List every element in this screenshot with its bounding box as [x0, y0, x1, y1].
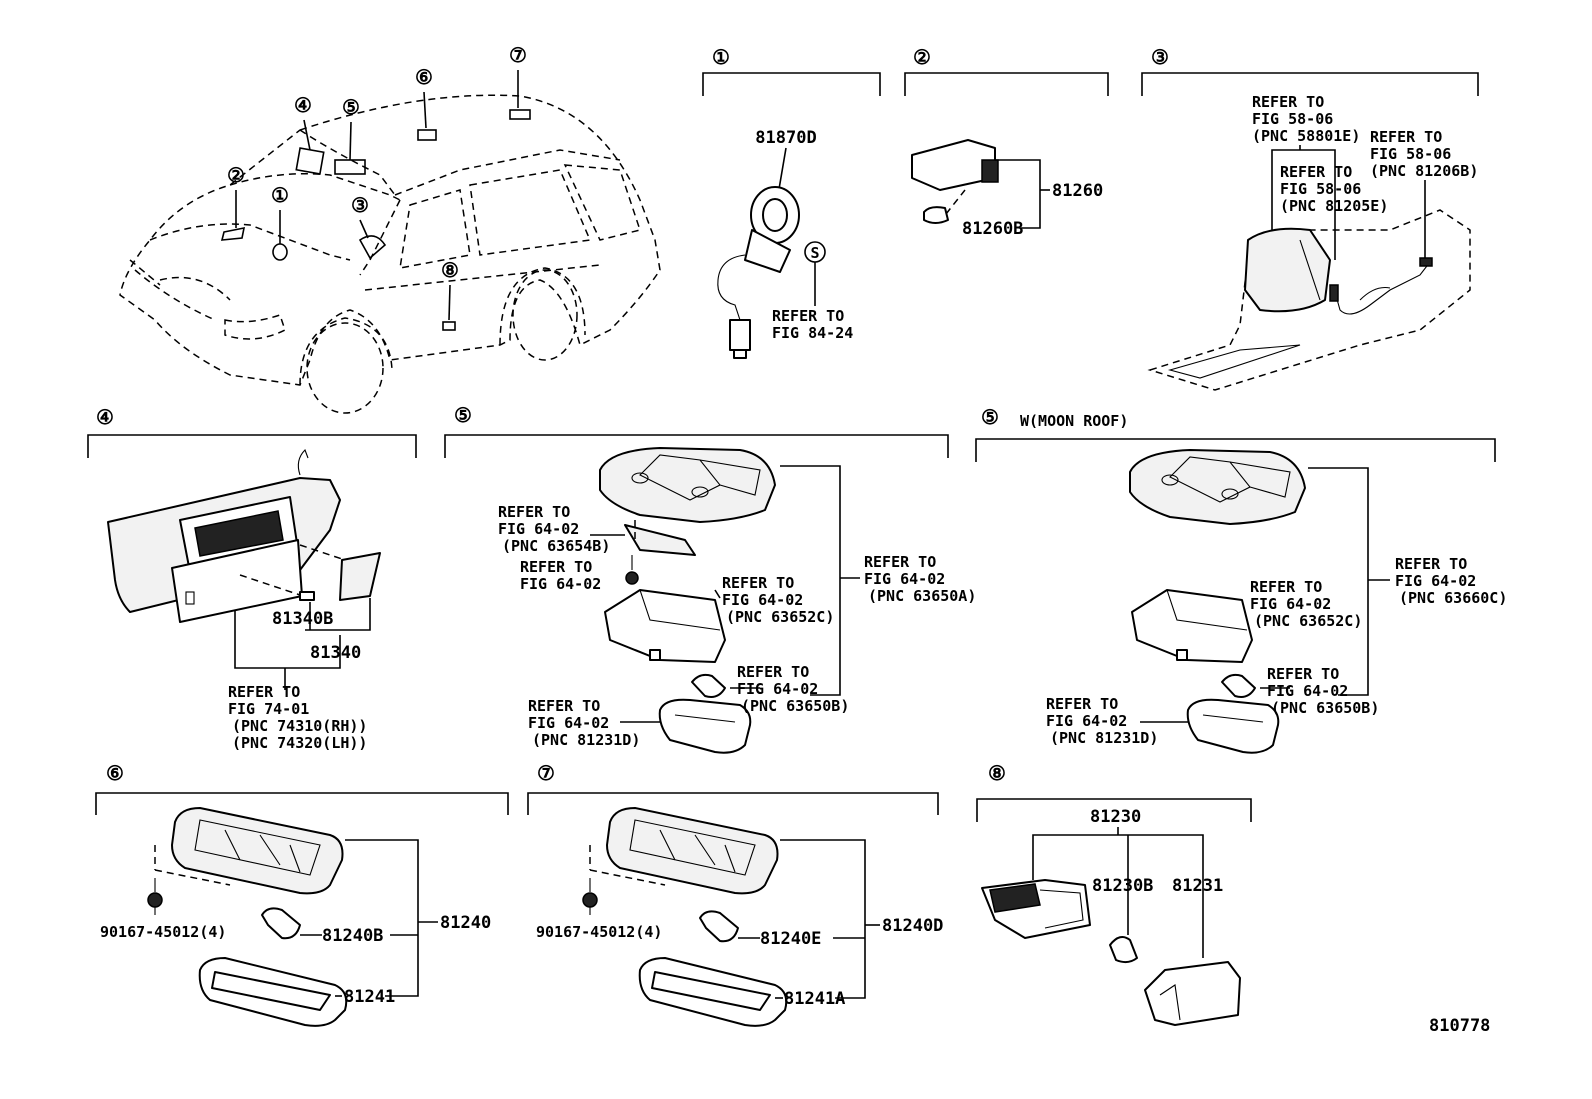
sec3-r2-l3: (PNC 81206B)	[1370, 162, 1478, 180]
part-81241: 81241	[344, 987, 395, 1007]
figure-number: 810778	[1429, 1016, 1490, 1036]
sec5b-r4-l1: REFER TO	[1046, 695, 1118, 713]
callout-2: ②	[227, 163, 245, 187]
callout-3: ③	[351, 193, 369, 217]
sec5b-r3-l3: (PNC 63650B)	[1271, 699, 1379, 717]
sec3-r2-l1: REFER TO	[1370, 128, 1442, 146]
sec5-r3-l3: (PNC 63652C)	[726, 608, 834, 626]
section-1-title: ①	[712, 45, 730, 69]
section-2-title: ②	[913, 45, 931, 69]
section-5-map-lamp: ⑤ REFER TO FIG 64-02 (PNC 63654B) REFER	[444, 403, 976, 754]
sec5-r2-l1: REFER TO	[520, 558, 592, 576]
part-81230: 81230	[1090, 807, 1141, 827]
sec5b-r1-l3: (PNC 63652C)	[1254, 612, 1362, 630]
section-7-title: ⑦	[537, 761, 555, 785]
sec4-ref-l1: REFER TO	[228, 683, 300, 701]
sec4-ref-l3: (PNC 74310(RH))	[232, 717, 367, 735]
part-81231: 81231	[1172, 876, 1223, 896]
sec5b-r1-l1: REFER TO	[1250, 578, 1322, 596]
sec5-r2-l2: FIG 64-02	[520, 575, 601, 593]
section-5-moonroof-map-lamp: ⑤ W(MOON ROOF) REFER TO FIG 64-02 (PNC 6…	[975, 405, 1507, 754]
part-81240E: 81240E	[760, 929, 821, 949]
sec5b-r3-l2: FIG 64-02	[1267, 682, 1348, 700]
callout-6: ⑥	[415, 65, 433, 89]
callout-7: ⑦	[509, 43, 527, 67]
part-81260: 81260	[1052, 181, 1103, 201]
sec5-r4-l1: REFER TO	[864, 553, 936, 571]
sec3-r2-l2: FIG 58-06	[1370, 145, 1451, 163]
sec1-ref-line2: FIG 84-24	[772, 324, 853, 342]
sec3-r1-l1: REFER TO	[1252, 93, 1324, 111]
part-90167-45012-b: 90167-45012(4)	[536, 923, 662, 941]
callout-8: ⑧	[441, 258, 459, 282]
sec5-r3-l1: REFER TO	[722, 574, 794, 592]
part-81870D: 81870D	[755, 128, 816, 148]
section-5b-note: W(MOON ROOF)	[1020, 412, 1128, 430]
section-1-ignition-key-light: ① 81870D S REFER TO FIG 84-24	[702, 45, 881, 359]
sec5-r1-l1: REFER TO	[498, 503, 570, 521]
callout-4: ④	[294, 93, 312, 117]
section-8-courtesy-lamp: ⑧ 81230 81230B 81231	[976, 761, 1252, 1026]
sec5-r4-l2: FIG 64-02	[864, 570, 945, 588]
sec5-r5-l2: FIG 64-02	[737, 680, 818, 698]
section-6-title: ⑥	[106, 761, 124, 785]
sec5b-r4-l2: FIG 64-02	[1046, 712, 1127, 730]
part-81340B: 81340B	[272, 609, 333, 629]
callout-5: ⑤	[342, 95, 360, 119]
section-6-room-lamp: ⑥ 90167-45012(4) 81240B 81240 81241	[95, 761, 509, 1027]
sec5-r5-l3: (PNC 63650B)	[741, 697, 849, 715]
sec5-r6-l2: FIG 64-02	[528, 714, 609, 732]
part-81340: 81340	[310, 643, 361, 663]
sec5b-r2-l3: (PNC 63660C)	[1399, 589, 1507, 607]
callout-1: ①	[271, 183, 289, 207]
section-3-console-lamp: ③ REFER TO FIG 58-06 (PNC 58801E) REFER …	[1141, 45, 1479, 391]
section-5-title: ⑤	[454, 403, 472, 427]
sec1-ref-line1: REFER TO	[772, 307, 844, 325]
sec5b-r3-l1: REFER TO	[1267, 665, 1339, 683]
section-7-cargo-lamp: ⑦ 90167-45012(4) 81240E 81240D 81241A	[527, 761, 943, 1027]
sec5-r3-l2: FIG 64-02	[722, 591, 803, 609]
sec3-r1-l2: FIG 58-06	[1252, 110, 1333, 128]
sec5-r5-l1: REFER TO	[737, 663, 809, 681]
sec5b-r2-l2: FIG 64-02	[1395, 572, 1476, 590]
sec4-ref-l2: FIG 74-01	[228, 700, 309, 718]
part-81240D: 81240D	[882, 916, 943, 936]
part-81230B: 81230B	[1092, 876, 1153, 896]
sec3-r3-l2: FIG 58-06	[1280, 180, 1361, 198]
sec3-r3-l1: REFER TO	[1280, 163, 1352, 181]
part-81260B: 81260B	[962, 219, 1023, 239]
sec5-r6-l3: (PNC 81231D)	[532, 731, 640, 749]
sec5-r6-l1: REFER TO	[528, 697, 600, 715]
sec5-r1-l3: (PNC 63654B)	[502, 537, 610, 555]
sec5-r4-l3: (PNC 63650A)	[868, 587, 976, 605]
sec5b-r2-l1: REFER TO	[1395, 555, 1467, 573]
sec5b-r4-l3: (PNC 81231D)	[1050, 729, 1158, 747]
circled-s: S	[810, 244, 819, 262]
sec3-r3-l3: (PNC 81205E)	[1280, 197, 1388, 215]
section-4-vanity-lamp: ④ 81340B 81340 REFER TO FIG 74-01 (PNC 7…	[87, 405, 417, 752]
part-81240B: 81240B	[322, 926, 383, 946]
section-8-title: ⑧	[988, 761, 1006, 785]
sec5b-r1-l2: FIG 64-02	[1250, 595, 1331, 613]
part-81241A: 81241A	[784, 989, 845, 1009]
section-3-title: ③	[1151, 45, 1169, 69]
sec4-ref-l4: (PNC 74320(LH))	[232, 734, 367, 752]
section-2-lamp-switch: ② 81260 81260B	[904, 45, 1109, 239]
part-81240: 81240	[440, 913, 491, 933]
sec5-r1-l2: FIG 64-02	[498, 520, 579, 538]
part-90167-45012: 90167-45012(4)	[100, 923, 226, 941]
vehicle-overview: ② ① ④ ⑤ ⑥ ⑦ ③ ⑧	[119, 43, 661, 414]
section-4-title: ④	[96, 405, 114, 429]
sec3-r1-l3: (PNC 58801E)	[1252, 127, 1360, 145]
section-5b-title: ⑤	[981, 405, 999, 429]
